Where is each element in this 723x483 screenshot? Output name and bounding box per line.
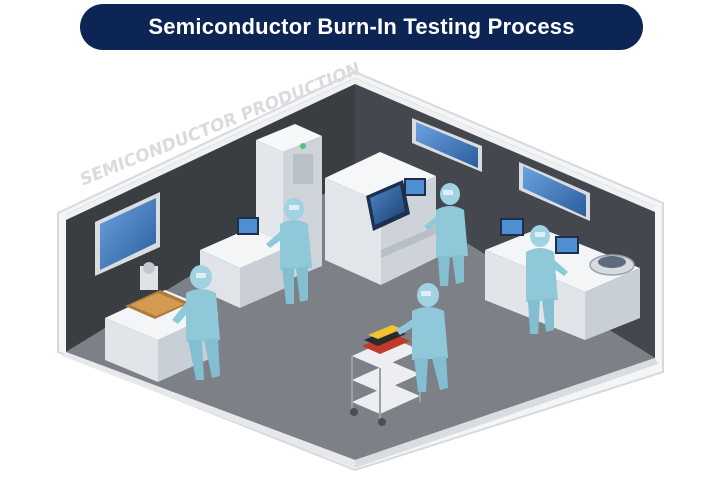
technician-middle (266, 198, 312, 304)
title-banner: Semiconductor Burn-In Testing Process (80, 4, 643, 50)
technician-center (424, 183, 468, 286)
technician-right (526, 225, 568, 334)
window-right-1 (412, 118, 482, 172)
right-lab-bench (485, 218, 640, 340)
technician-cart (396, 283, 448, 392)
window-left (95, 192, 160, 276)
chip-cart (350, 325, 421, 426)
technician-left (172, 265, 220, 380)
page-title: Semiconductor Burn-In Testing Process (148, 14, 575, 39)
window-right-2 (519, 162, 590, 221)
burn-in-test-machine (325, 152, 436, 285)
middle-lab-bench (200, 217, 290, 308)
